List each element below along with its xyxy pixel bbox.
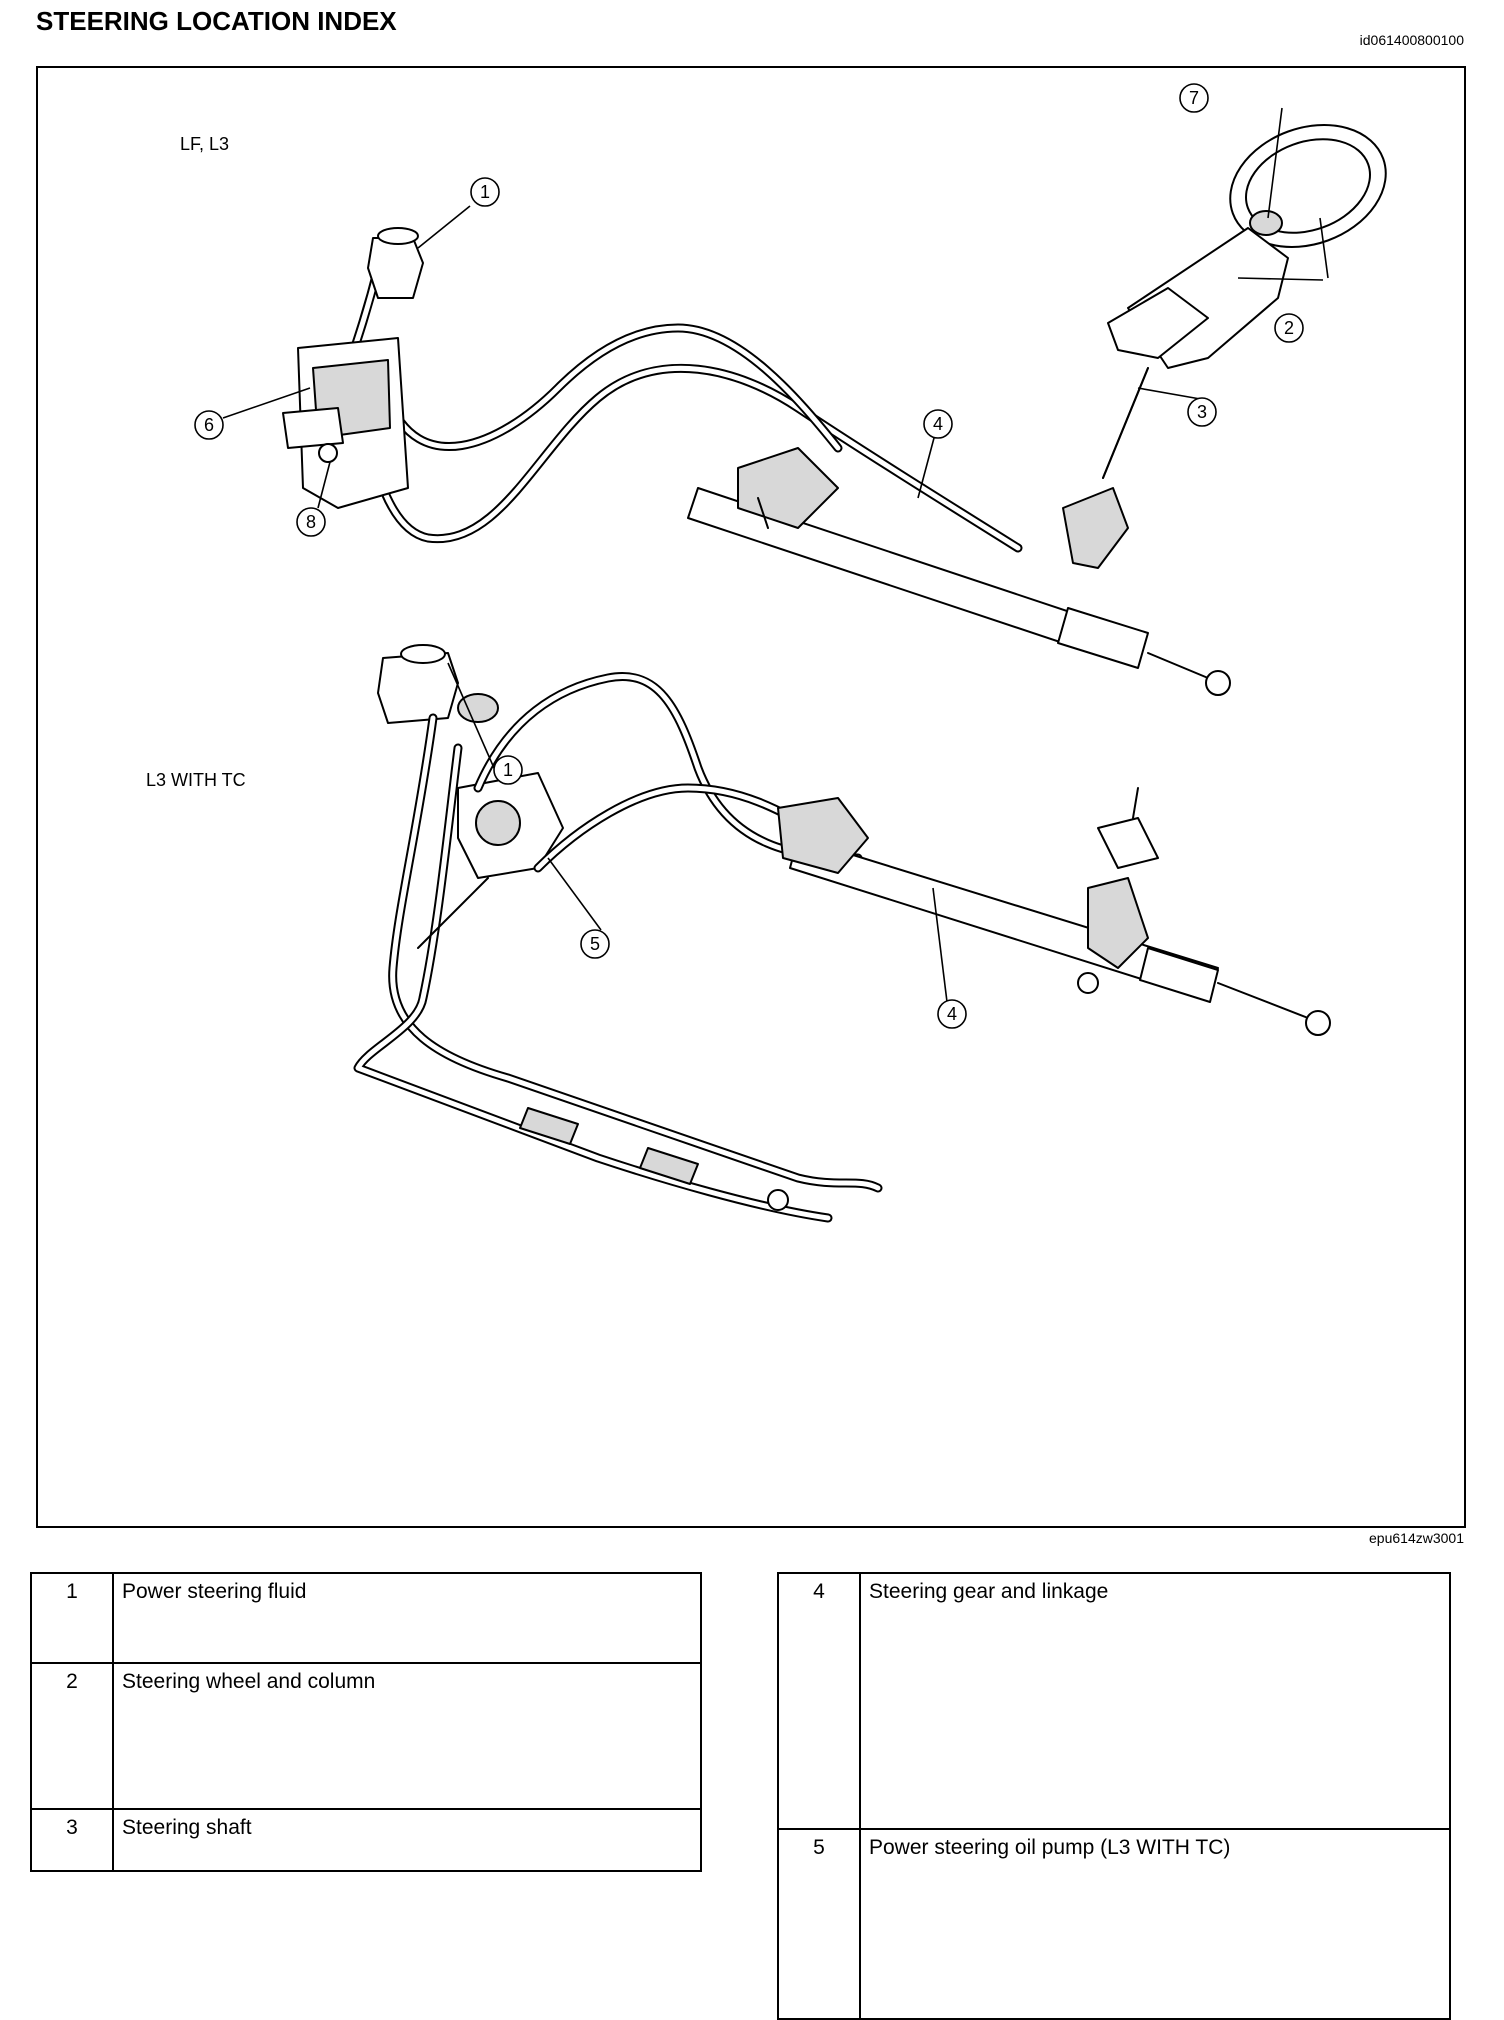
svg-text:1: 1 [503, 760, 513, 780]
legend-number: 2 [30, 1662, 114, 1810]
cooler-line-upper-inner [390, 715, 881, 1191]
rack-mount-tc [1077, 972, 1099, 994]
pump-pipe [417, 877, 489, 949]
callout-3: 3 [1187, 397, 1217, 427]
legend-table-right: 4 Steering gear and linkage 5 Power stee… [777, 1572, 1451, 2020]
rack-housing-left [737, 447, 839, 529]
steering-column-bracket [1107, 287, 1209, 359]
legend-number: 3 [30, 1808, 114, 1872]
table-row: 5 Power steering oil pump (L3 WITH TC) [777, 1828, 1451, 2020]
fluid-reservoir-bottom [377, 652, 459, 724]
pump-mount-bolt [318, 443, 338, 463]
rack-housing-left-tc [777, 797, 869, 874]
legend-label: Steering shaft [112, 1808, 702, 1872]
callout-6: 6 [194, 410, 224, 440]
reservoir-cap-bottom [400, 644, 446, 664]
tie-rod-left [757, 497, 769, 529]
steering-illustration: 1 7 2 3 4 6 8 1 [36, 66, 1466, 1528]
cooler-line-lower-inner [355, 745, 831, 1221]
return-hose-inner [385, 325, 841, 451]
steering-wheel-inner [1245, 138, 1371, 234]
legend-label: Steering wheel and column [112, 1662, 702, 1810]
tie-rod-right [1147, 652, 1209, 679]
table-row: 1 Power steering fluid [30, 1572, 702, 1664]
callout-2: 2 [1274, 313, 1304, 343]
reservoir-mount [457, 693, 499, 723]
callout-5: 5 [580, 929, 610, 959]
top-assembly-drawing [282, 124, 1387, 696]
callout-8: 8 [296, 507, 326, 537]
fluid-reservoir-top [367, 237, 424, 299]
leader-lines [222, 107, 1329, 1011]
illustration-drawing: 1 7 2 3 4 6 8 1 [194, 83, 1387, 1223]
steering-shaft-inner [1102, 367, 1149, 479]
oil-pump-pulley [475, 800, 521, 846]
tie-rod-end-right [1205, 670, 1231, 696]
svg-text:7: 7 [1189, 88, 1199, 108]
svg-text:4: 4 [947, 1004, 957, 1024]
figure-code: epu614zw3001 [1369, 1530, 1464, 1546]
table-row: 3 Steering shaft [30, 1808, 702, 1872]
svg-text:5: 5 [590, 934, 600, 954]
reservoir-cap-top [377, 227, 419, 245]
document-id: id061400800100 [1359, 32, 1464, 48]
rack-boot-right [1057, 607, 1149, 669]
svg-text:4: 4 [933, 414, 943, 434]
legend-table-left: 1 Power steering fluid 2 Steering wheel … [30, 1572, 702, 1872]
callout-1-bottom: 1 [493, 755, 523, 785]
svg-text:2: 2 [1284, 318, 1294, 338]
svg-text:3: 3 [1197, 402, 1207, 422]
steering-boot [1062, 487, 1129, 569]
variant-label-top: LF, L3 [180, 134, 230, 154]
svg-text:1: 1 [480, 182, 490, 202]
pinion-shaft-tc [1132, 787, 1139, 819]
legend-label: Power steering oil pump (L3 WITH TC) [859, 1828, 1451, 2020]
tie-rod-right-tc [1217, 982, 1309, 1019]
svg-text:8: 8 [306, 512, 316, 532]
rack-valve-tc [1087, 877, 1149, 969]
legend-label: Steering gear and linkage [859, 1572, 1451, 1830]
callout-7: 7 [1179, 83, 1209, 113]
legend-number: 5 [777, 1828, 861, 2020]
svg-text:6: 6 [204, 415, 214, 435]
variant-label-bottom: L3 WITH TC [146, 770, 246, 790]
legend-number: 4 [777, 1572, 861, 1830]
steering-wheel-hub [1249, 210, 1283, 236]
cooler-muffler-1 [519, 1107, 579, 1145]
cooler-clamp [767, 1189, 789, 1211]
pressure-hose [343, 353, 1023, 553]
rack-boot-right-tc [1139, 947, 1219, 1003]
cooler-muffler-2 [639, 1147, 699, 1185]
pump-bracket [282, 407, 344, 449]
callout-1-top: 1 [470, 177, 500, 207]
legend-label: Power steering fluid [112, 1572, 702, 1664]
pinion-boot-tc [1097, 817, 1159, 869]
table-row: 4 Steering gear and linkage [777, 1572, 1451, 1830]
callout-4-bottom: 4 [937, 999, 967, 1029]
page-title: STEERING LOCATION INDEX [36, 6, 397, 36]
table-row: 2 Steering wheel and column [30, 1662, 702, 1810]
legend-number: 1 [30, 1572, 114, 1664]
tie-rod-end-right-tc [1305, 1010, 1331, 1036]
bottom-assembly-drawing [353, 644, 1331, 1223]
pressure-hose-inner [345, 355, 1021, 551]
pressure-hose-tc-inner [475, 674, 861, 861]
callout-4-top: 4 [923, 409, 953, 439]
